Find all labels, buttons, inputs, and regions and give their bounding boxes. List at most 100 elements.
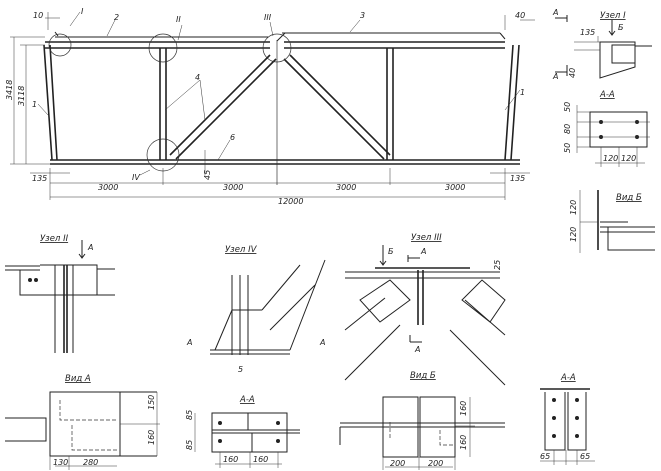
dim: 120: [569, 200, 578, 215]
label-pos-4: 4: [195, 73, 200, 82]
node-II-shape: [5, 264, 115, 353]
section-AA-3: А-А 65 65: [540, 373, 595, 465]
view-shape: [600, 221, 655, 251]
section-AA-1: А-А 50 80 50 120 120: [563, 90, 650, 167]
dim-40-node: 40: [568, 68, 577, 78]
label-node-II: II: [176, 15, 181, 24]
arrow-A-label: А: [552, 8, 558, 17]
dim-135-right: 135: [510, 174, 525, 183]
arrow-B-label: Б: [618, 23, 624, 32]
node-II-detail: Узел II А: [5, 234, 115, 353]
label-pos-1-right: 1: [520, 88, 525, 97]
arrow-label: А: [414, 345, 420, 354]
dim: 120: [569, 227, 578, 242]
dim: 200: [390, 459, 405, 468]
dim: 130: [53, 458, 68, 467]
label-node-III: III: [264, 13, 272, 22]
dim-3418: 3418: [5, 80, 14, 100]
top-chord: [45, 41, 505, 49]
arrow-label: Б: [388, 247, 394, 256]
dim: 85: [185, 410, 194, 420]
dimension-lines: [10, 12, 535, 200]
node-I-title: Узел I: [600, 11, 626, 21]
dim-45: 45: [203, 170, 212, 180]
dims: [576, 105, 650, 167]
section-title: А-А: [560, 373, 576, 383]
dim: 65: [540, 452, 550, 461]
dim: 150: [147, 395, 156, 410]
arrow-label: А: [186, 338, 192, 347]
label-pos-3: 3: [360, 11, 365, 20]
view-A: Вид А 150 160 130 280: [5, 374, 160, 470]
weld-size: 5: [238, 365, 243, 374]
dims: [579, 190, 598, 253]
node-III-title: Узел III: [411, 233, 442, 243]
section-arrows: [379, 245, 422, 343]
section-AA-2: А-А 85 85 160 160: [185, 395, 300, 468]
section-title: А-А: [239, 395, 255, 405]
dim: 160: [253, 455, 268, 464]
roof-panel: [54, 31, 506, 42]
span-1: 3000: [98, 183, 118, 192]
dim: 120: [621, 154, 636, 163]
dim: 50: [563, 102, 572, 112]
dim-135: 135: [580, 28, 595, 37]
dim: 50: [563, 143, 572, 153]
label-node-IV: IV: [132, 173, 140, 182]
dim: 160: [223, 455, 238, 464]
dim-135-left: 135: [32, 174, 47, 183]
view-title: Вид Б: [616, 193, 642, 203]
dims: [540, 450, 595, 465]
view-B-2: Вид Б 160 160 200 200: [339, 371, 505, 470]
label-node-I: I: [81, 7, 84, 16]
arrow-A: [78, 240, 86, 259]
dim: 120: [603, 154, 618, 163]
section-arrows: [555, 15, 616, 76]
span-2: 3000: [223, 183, 243, 192]
node-II-title: Узел II: [40, 234, 69, 244]
dim: 160: [459, 435, 468, 450]
dim: 85: [185, 440, 194, 450]
node-I-detail: Узел I А Б 135 А 40: [552, 8, 652, 81]
dims: [574, 36, 600, 51]
dim: 200: [428, 459, 443, 468]
dim: 280: [83, 458, 98, 467]
truss-elevation: 10 I 2 II III 3 40 3418 3118 1 1 4 6 IV …: [5, 7, 535, 206]
dim: 160: [459, 401, 468, 416]
node-IV-title: Узел IV: [225, 245, 258, 255]
label-pos-1-left: 1: [32, 100, 37, 109]
dim: 80: [563, 124, 572, 134]
span-4: 3000: [445, 183, 465, 192]
dim: 160: [147, 430, 156, 445]
diagonals: [169, 54, 391, 160]
bottom-chord: [50, 159, 520, 165]
arrow-label: А: [319, 338, 325, 347]
view-B-1: Вид Б 120 120: [569, 190, 655, 253]
dim-3118: 3118: [17, 86, 26, 106]
node-IV-shape: [210, 259, 326, 355]
posts: [159, 48, 394, 160]
node-III-shape: [344, 271, 506, 386]
plate: [589, 111, 648, 148]
dim: 25: [493, 260, 502, 270]
label-pos-6: 6: [230, 133, 235, 142]
dim: 65: [580, 452, 590, 461]
dims: [382, 397, 475, 470]
arrow-label: А: [87, 243, 93, 252]
node-IV-circle: [146, 138, 180, 172]
section-title: А-А: [599, 90, 615, 100]
total-span: 12000: [278, 197, 303, 206]
dims: [49, 392, 160, 470]
node-I-plate: [599, 41, 652, 79]
leaders: [37, 11, 521, 176]
right-column: [504, 44, 520, 161]
span-3: 3000: [336, 183, 356, 192]
node-III-detail: Узел III Б А А 25: [344, 233, 506, 386]
view-title: Вид Б: [410, 371, 436, 381]
dim-10: 10: [33, 11, 43, 20]
node-II-circle: [148, 33, 178, 63]
arrow-A-bottom-label: А: [552, 72, 558, 81]
node-I-circle: [48, 33, 72, 57]
